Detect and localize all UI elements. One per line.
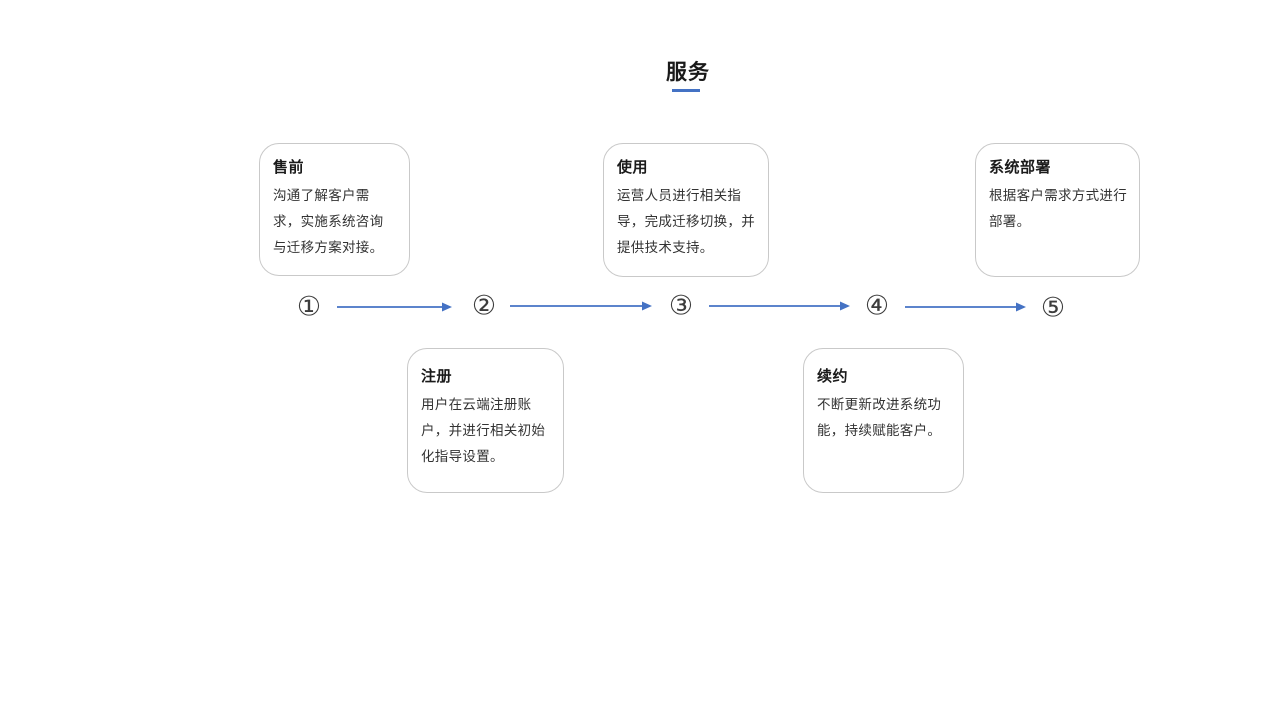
card-title: 系统部署 <box>989 159 1052 176</box>
card-title: 续约 <box>817 368 849 385</box>
step-card-presale: 售前 沟通了解客户需求，实施系统咨询与迁移方案对接。 <box>259 143 410 276</box>
card-description: 沟通了解客户需求，实施系统咨询与迁移方案对接。 <box>273 188 384 255</box>
step-card-deployment: 系统部署 根据客户需求方式进行部署。 <box>975 143 1140 277</box>
step-number-2: ② <box>471 290 497 322</box>
page-title: 服务 <box>666 61 710 84</box>
step-number-3: ③ <box>668 290 694 322</box>
step-number-4: ④ <box>864 290 890 322</box>
card-description: 根据客户需求方式进行部署。 <box>989 188 1127 229</box>
card-description: 运营人员进行相关指导，完成迁移切换，并提供技术支持。 <box>617 188 755 255</box>
step-number-1: ① <box>296 291 322 323</box>
card-description: 不断更新改进系统功能，持续赋能客户。 <box>817 397 942 438</box>
step-number-5: ⑤ <box>1040 292 1066 324</box>
card-title: 使用 <box>617 159 649 176</box>
card-description: 用户在云端注册账户，并进行相关初始化指导设置。 <box>421 397 546 464</box>
step-card-renewal: 续约 不断更新改进系统功能，持续赋能客户。 <box>803 348 964 493</box>
card-title: 售前 <box>273 159 305 176</box>
step-card-usage: 使用 运营人员进行相关指导，完成迁移切换，并提供技术支持。 <box>603 143 769 277</box>
title-underline <box>672 89 700 92</box>
card-title: 注册 <box>421 368 453 385</box>
step-card-registration: 注册 用户在云端注册账户，并进行相关初始化指导设置。 <box>407 348 564 493</box>
